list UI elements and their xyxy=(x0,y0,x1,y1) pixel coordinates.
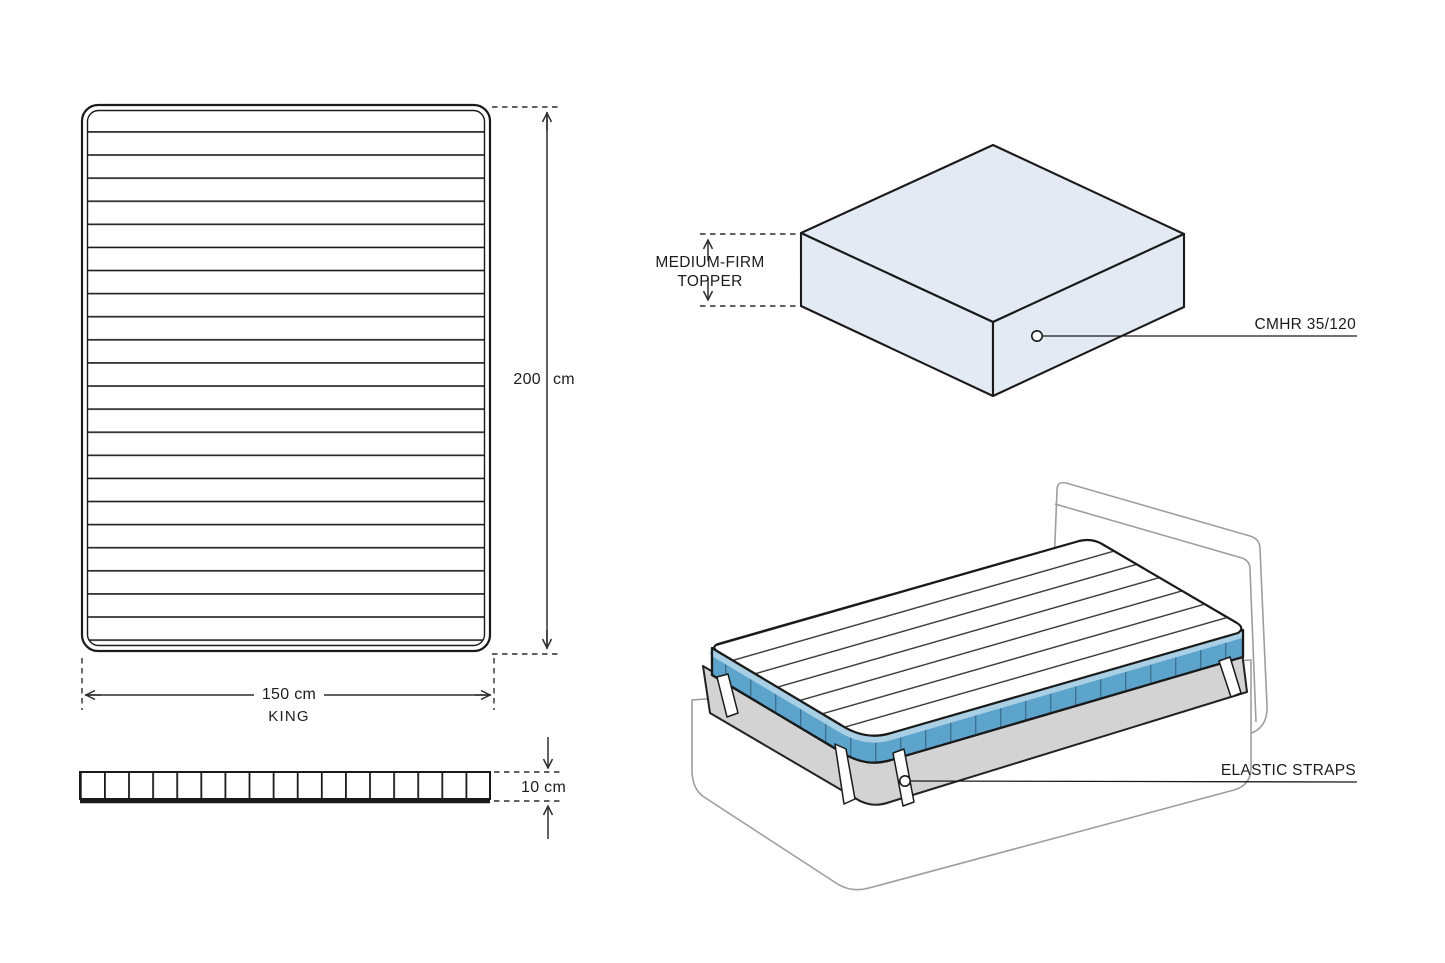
side-view-figure xyxy=(79,737,560,839)
elastic-strap-right xyxy=(1218,656,1242,698)
foam-callout-node xyxy=(1031,329,1044,342)
topper-band-top-strip xyxy=(709,631,1245,743)
height-dimension-value: 200 xyxy=(513,371,541,388)
elastic-straps-callout-label: ELASTIC STRAPS xyxy=(1220,762,1356,779)
headboard-inner-edge xyxy=(1054,503,1257,723)
width-dimension xyxy=(81,658,495,710)
strap-leader-line xyxy=(909,780,1358,783)
elastic-strap-front-left xyxy=(834,743,856,805)
topper-quilt-stripes xyxy=(86,109,486,647)
topper-side-profile xyxy=(79,771,491,800)
height-dimension-unit: cm xyxy=(553,371,575,388)
firmness-label-line2: TOPPER xyxy=(677,273,743,290)
elastic-strap-left xyxy=(716,673,739,718)
bed-figure xyxy=(691,481,1358,891)
height-dimension xyxy=(492,106,560,655)
size-name-label: KING xyxy=(268,708,310,725)
iso-topper-figure xyxy=(700,143,1357,398)
foam-spec-callout-label: CMHR 35/120 xyxy=(1254,316,1356,333)
top-view-figure xyxy=(80,103,492,653)
thickness-dimension-label: 10 cm xyxy=(521,779,567,796)
strap-callout-node xyxy=(898,774,911,787)
topper-right-face xyxy=(991,232,1186,398)
firmness-label-line1: MEDIUM-FIRM xyxy=(655,254,765,271)
width-dimension-label: 150 cm xyxy=(261,686,317,703)
topper-top-face xyxy=(713,538,1243,737)
